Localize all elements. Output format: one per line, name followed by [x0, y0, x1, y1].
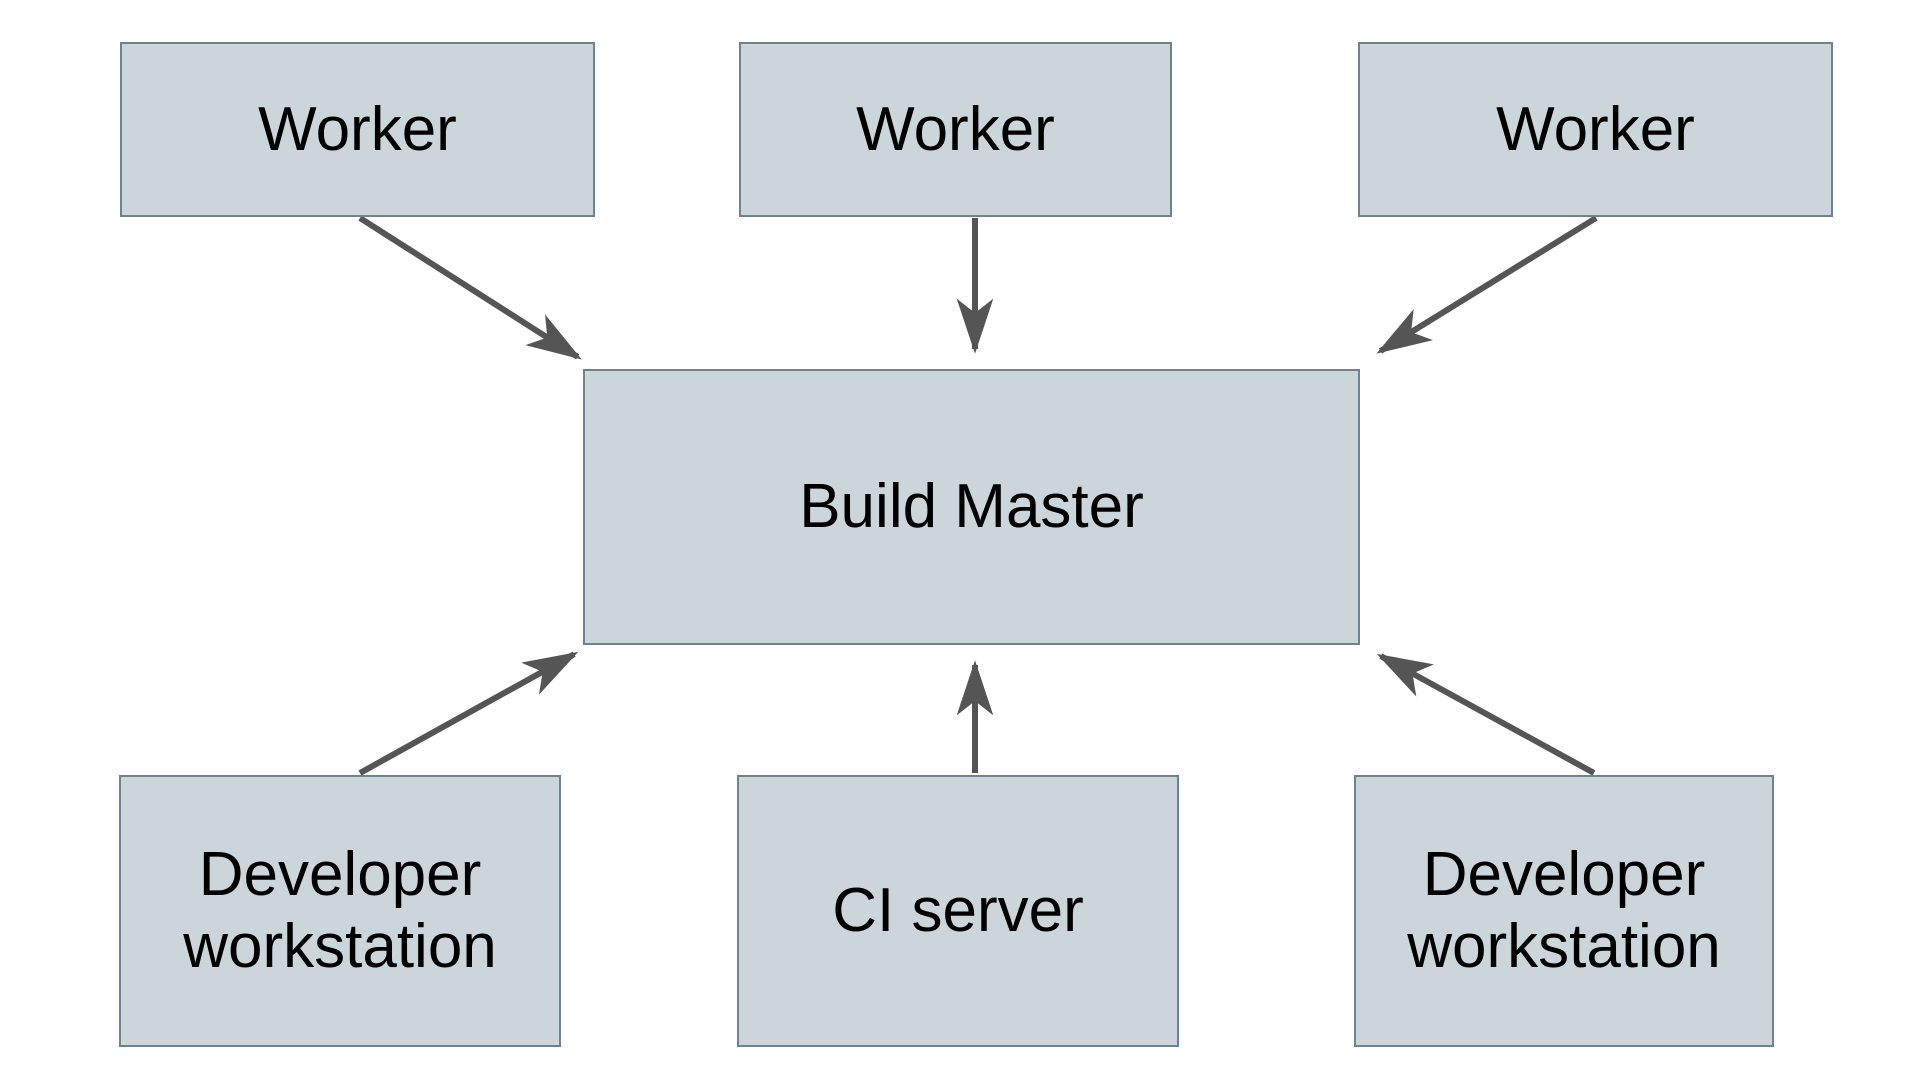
node-worker-2-label: Worker — [856, 94, 1055, 164]
edge-dev-ws-left-to-build-master — [358, 651, 579, 776]
node-ci-server-label: CI server — [832, 876, 1084, 946]
node-build-master-label: Build Master — [799, 472, 1144, 542]
node-worker-3-label: Worker — [1496, 94, 1695, 164]
node-build-master[interactable]: Build Master — [583, 369, 1360, 645]
node-worker-1-label: Worker — [258, 94, 457, 164]
node-worker-3[interactable]: Worker — [1358, 42, 1833, 217]
edge-dev-ws-right-to-build-master — [1376, 653, 1596, 776]
node-developer-workstation-right-label: Developer workstation — [1407, 840, 1721, 981]
node-developer-workstation-left[interactable]: Developer workstation — [119, 775, 561, 1047]
edge-worker-3-to-build-master — [1376, 215, 1598, 354]
node-ci-server[interactable]: CI server — [737, 775, 1179, 1047]
node-developer-workstation-left-label: Developer workstation — [183, 840, 497, 981]
node-developer-workstation-right[interactable]: Developer workstation — [1354, 775, 1774, 1047]
edge-worker-1-to-build-master — [358, 215, 582, 360]
node-worker-1[interactable]: Worker — [120, 42, 595, 217]
node-worker-2[interactable]: Worker — [739, 42, 1172, 217]
